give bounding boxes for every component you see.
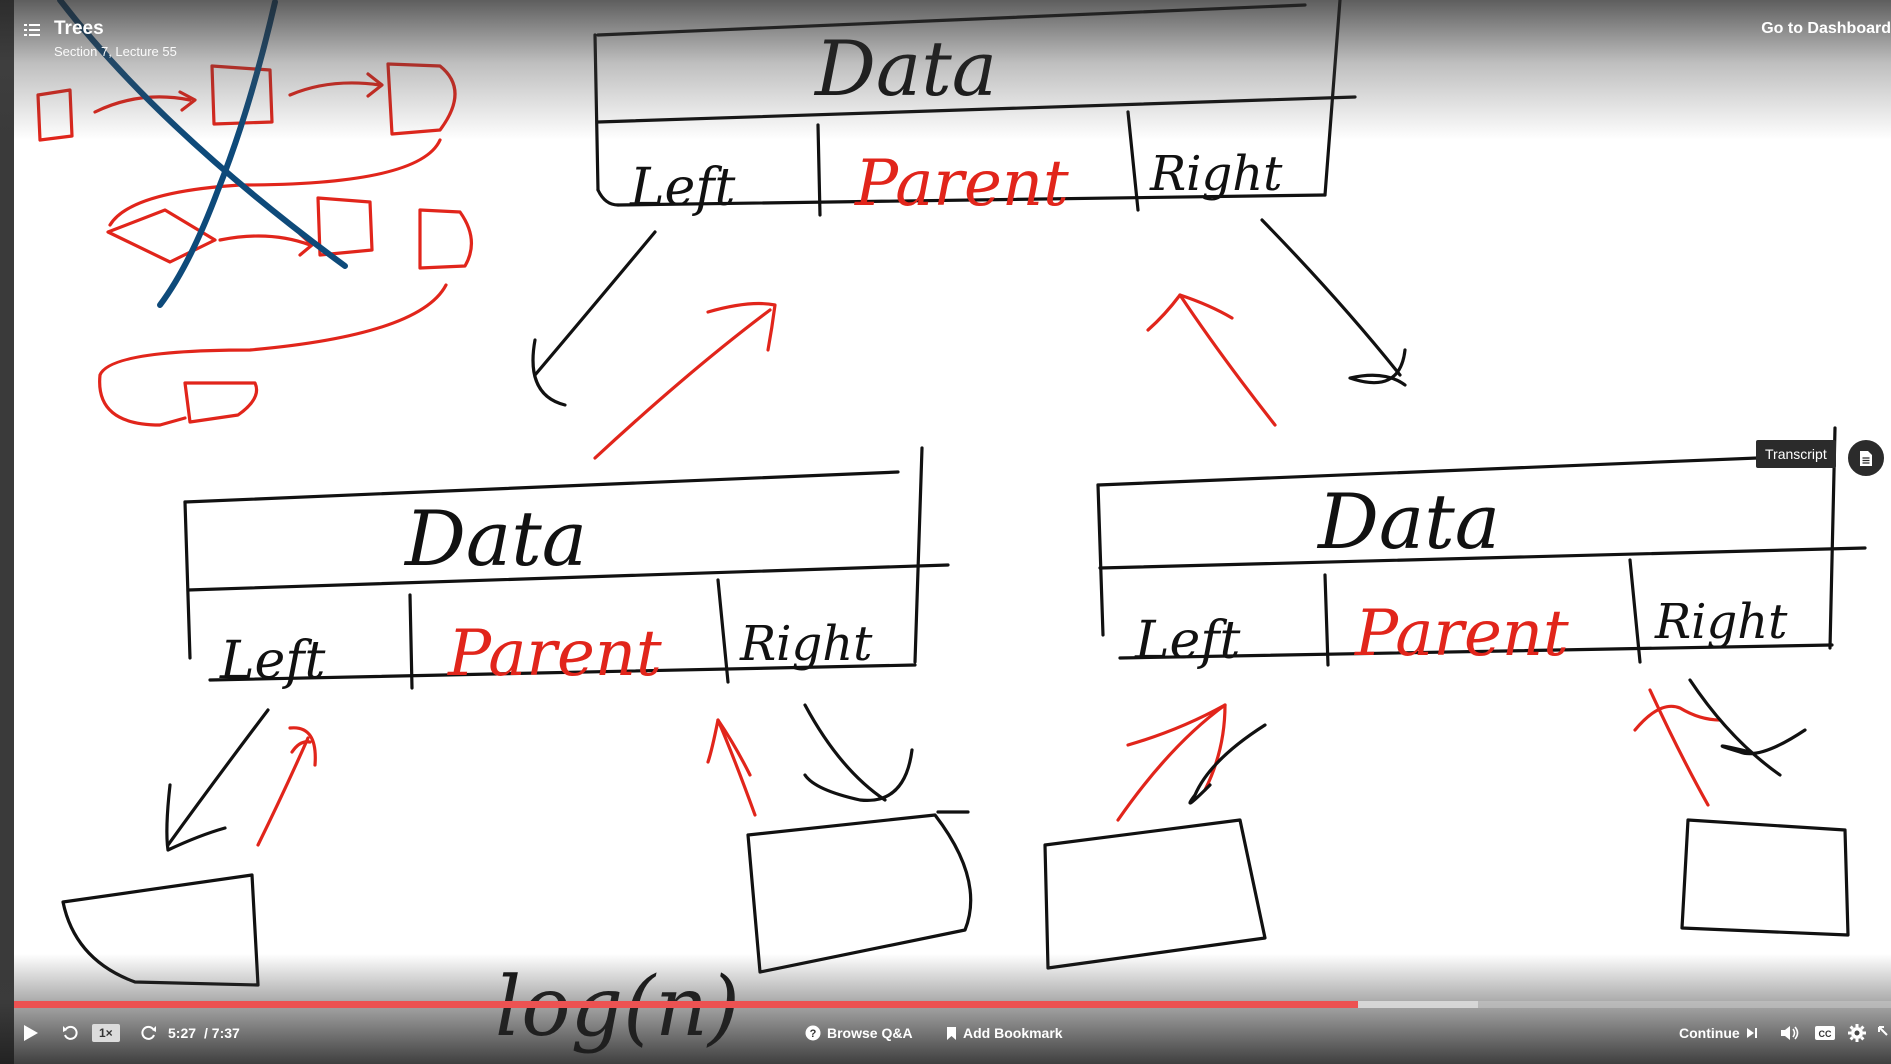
document-icon (1860, 450, 1872, 466)
left-child-data-label: Data (403, 494, 587, 583)
transcript-button[interactable] (1846, 438, 1886, 478)
browse-qa-label: Browse Q&A (827, 1025, 913, 1041)
leaf-box-2 (746, 813, 973, 974)
duration: / 7:37 (204, 1025, 240, 1041)
left-child-left-label: Left (219, 631, 326, 691)
left-child-right-label: Right (739, 616, 873, 672)
captions-button[interactable]: CC (1814, 1018, 1836, 1048)
right-child-left-label: Left (1134, 611, 1241, 671)
transcript-tooltip: Transcript (1756, 440, 1836, 468)
fullscreen-button[interactable] (1878, 1018, 1890, 1048)
root-right-label: Right (1149, 146, 1283, 202)
expand-icon (1878, 1026, 1888, 1036)
lecture-title-block: Trees Section 7, Lecture 55 (54, 18, 177, 61)
skip-next-icon (1746, 1028, 1757, 1038)
browse-qa-button[interactable]: ? Browse Q&A (805, 1018, 913, 1048)
play-button[interactable] (22, 1018, 40, 1048)
root-data-label: Data (813, 24, 997, 113)
bookmark-icon (947, 1026, 956, 1040)
tree-node-left-child (183, 446, 950, 690)
left-child-parent-label: Parent (447, 617, 662, 691)
lecture-subtitle: Section 7, Lecture 55 (54, 44, 177, 59)
volume-button[interactable] (1780, 1018, 1800, 1048)
go-to-dashboard-link[interactable]: Go to Dashboard (1761, 20, 1891, 37)
right-child-parent-label: Parent (1354, 597, 1569, 671)
add-bookmark-label: Add Bookmark (963, 1025, 1063, 1041)
lecture-header: Trees Section 7, Lecture 55 (24, 18, 177, 61)
settings-button[interactable] (1847, 1018, 1867, 1048)
root-left-label: Left (629, 158, 736, 218)
leaf-box-3 (1043, 818, 1267, 970)
forward-button[interactable] (139, 1018, 157, 1048)
gear-icon (1848, 1024, 1866, 1042)
video-progress-bar[interactable] (14, 1001, 1891, 1008)
continue-label: Continue (1679, 1025, 1740, 1041)
progress-played (14, 1001, 1358, 1008)
list-icon[interactable] (24, 23, 40, 37)
playback-speed: 1× (92, 1024, 120, 1042)
leaf-box-4 (1680, 818, 1850, 937)
svg-text:?: ? (810, 1028, 817, 1040)
lecture-title: Trees (54, 18, 104, 39)
add-bookmark-button[interactable]: Add Bookmark (946, 1018, 1063, 1048)
current-time: 5:27 (168, 1025, 197, 1041)
right-child-right-label: Right (1654, 594, 1788, 650)
right-child-data-label: Data (1316, 477, 1500, 566)
player-controls: 1× 5:27 / 7:37 ? Browse Q&A Add Bookmark… (0, 1018, 1891, 1048)
volume-icon (1781, 1026, 1799, 1040)
play-icon (24, 1025, 38, 1041)
rewind-button[interactable] (62, 1018, 80, 1048)
question-circle-icon: ? (805, 1025, 821, 1041)
svg-text:CC: CC (1819, 1029, 1832, 1039)
cc-icon: CC (1815, 1026, 1835, 1040)
playback-speed-button[interactable]: 1× (92, 1018, 120, 1048)
linked-list-sketch (36, 62, 473, 427)
forward-icon (141, 1025, 156, 1040)
root-parent-label: Parent (854, 147, 1069, 221)
continue-button[interactable]: Continue (1679, 1018, 1758, 1048)
leaf-box-1 (61, 873, 260, 987)
rewind-icon (63, 1025, 78, 1040)
sidebar-strip (0, 0, 14, 1064)
time-display: 5:27 / 7:37 (168, 1018, 240, 1048)
